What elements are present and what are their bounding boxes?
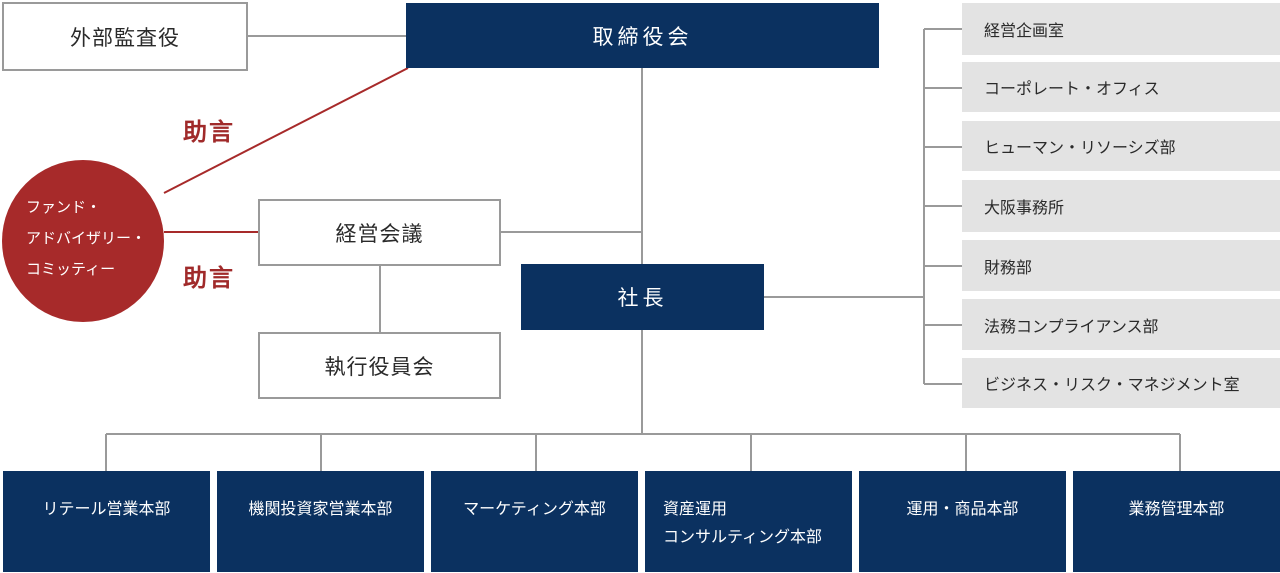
advice-label-top: 助言 [183,118,235,146]
executive-committee-box: 執行役員会 [258,332,501,399]
staff-dept-label: コーポレート・オフィス [984,79,1160,98]
board-of-directors-box: 取締役会 [406,3,879,68]
business-division-box: 資産運用 コンサルティング本部 [645,471,852,572]
staff-dept-box: ビジネス・リスク・マネジメント室 [962,358,1280,408]
business-division-label-line-1: 資産運用 [663,499,728,518]
management-meeting-box: 経営会議 [258,199,501,266]
board-of-directors-label: 取締役会 [592,24,693,49]
staff-dept-label: 法務コンプライアンス部 [984,316,1159,336]
staff-dept-label: 大阪事務所 [984,198,1065,217]
staff-dept-label: ヒューマン・リソーシズ部 [984,138,1176,157]
business-division-label: 運用・商品本部 [906,499,1019,518]
staff-dept-box: 財務部 [962,240,1280,291]
staff-dept-label: ビジネス・リスク・マネジメント室 [984,375,1240,394]
advice-label-bottom: 助言 [183,264,235,292]
staff-dept-label: 経営企画室 [984,21,1065,40]
president-box: 社長 [521,264,764,330]
fund-advisory-line-2: アドバイザリー・ [26,229,147,247]
business-division-label: マーケティング本部 [463,499,606,518]
fund-advisory-committee-circle: ファンド・ アドバイザリー・ コミッティー [2,160,164,322]
fund-advisory-line-1: ファンド・ [26,198,102,216]
fund-advisory-line-3: コミッティー [26,260,116,278]
executive-committee-label: 執行役員会 [324,354,435,379]
business-division-box: 運用・商品本部 [859,471,1066,572]
business-division-label: 機関投資家営業本部 [248,499,393,518]
president-label: 社長 [617,286,668,310]
staff-dept-box: コーポレート・オフィス [962,62,1280,112]
external-auditor-box: 外部監査役 [2,2,248,71]
advice-line-board [163,67,409,194]
business-division-box: マーケティング本部 [431,471,638,572]
staff-dept-box: 大阪事務所 [962,180,1280,232]
business-division-label-line-2: コンサルティング本部 [663,527,823,546]
staff-dept-box: ヒューマン・リソーシズ部 [962,121,1280,171]
business-division-box: リテール営業本部 [3,471,210,572]
staff-dept-box: 法務コンプライアンス部 [962,299,1280,350]
business-division-label: リテール営業本部 [42,499,171,518]
business-division-label: 業務管理本部 [1128,499,1225,518]
business-division-box: 業務管理本部 [1073,471,1280,572]
management-meeting-label: 経営会議 [335,221,424,246]
staff-dept-label: 財務部 [984,257,1033,277]
external-auditor-label: 外部監査役 [70,25,180,50]
staff-dept-box: 経営企画室 [962,3,1280,55]
business-division-box: 機関投資家営業本部 [217,471,424,572]
